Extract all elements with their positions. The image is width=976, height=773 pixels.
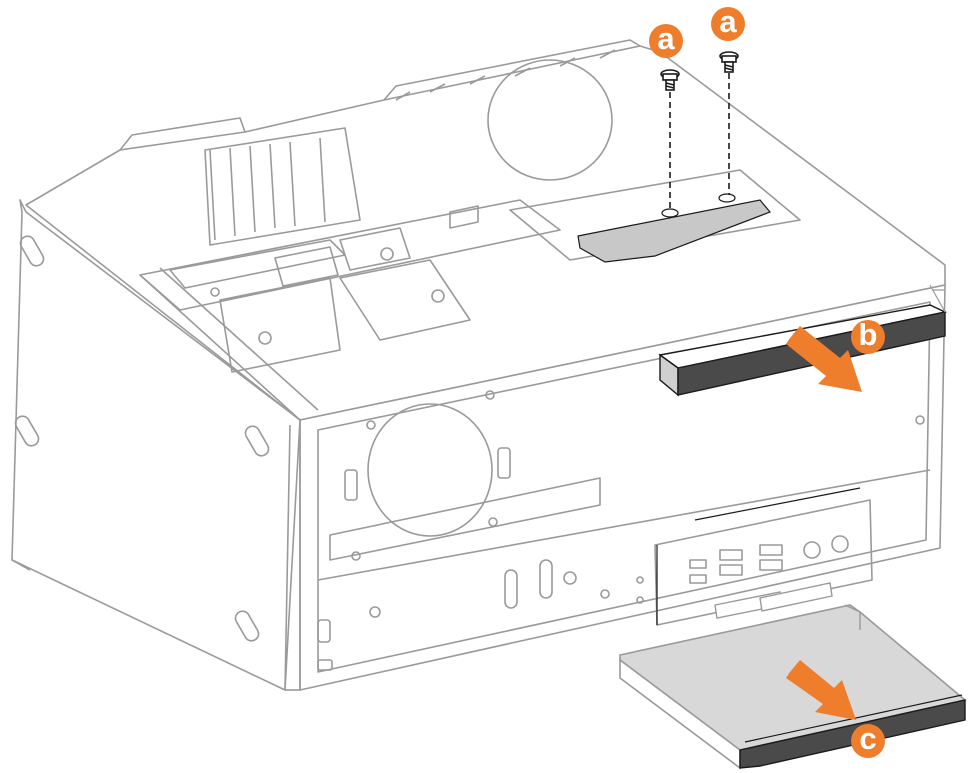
step-badge-c: c [851, 723, 885, 758]
screw-icon [719, 51, 739, 73]
arrow-icon [786, 660, 856, 720]
screw-hole-1 [661, 208, 679, 218]
arrow-icon [786, 326, 862, 392]
screw-hole-2 [718, 193, 736, 203]
screw-guide-lines [669, 73, 730, 210]
step-badge-a: a [649, 23, 683, 58]
chassis [11, 39, 946, 691]
optical-bay-slot [577, 199, 771, 263]
step-badge-b: b [851, 319, 885, 354]
screw-icon [660, 69, 680, 91]
step-badge-a: a [711, 6, 745, 41]
